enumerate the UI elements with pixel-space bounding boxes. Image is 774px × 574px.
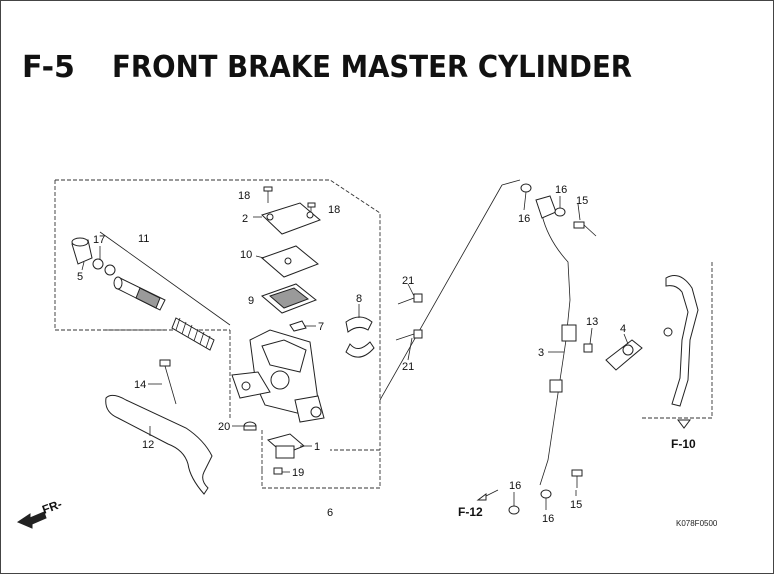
washer-16-upper-b [554,207,566,217]
callout-6: 6 [327,507,333,519]
leader-lines [81,191,629,510]
stop-switch-1 [266,433,305,459]
ref-f10-label: F-10 [671,437,696,451]
bracket-boundary [640,262,713,419]
lever-group-boundary [99,231,231,331]
callout-18-left: 18 [238,190,250,202]
callout-17: 17 [93,234,105,246]
piston-set-11 [113,276,166,311]
diaphragm-9 [261,283,317,314]
callout-15-upper: 15 [576,195,588,207]
holder-8 [345,316,375,358]
callout-3: 3 [538,347,544,359]
callout-18-right: 18 [328,204,340,216]
pivot-bolt-14 [159,359,177,405]
nut-20 [243,421,257,431]
callout-20: 20 [218,421,230,433]
bolt-21-lower [395,329,423,341]
front-direction-label: FR- [40,497,64,517]
hose-boundary [379,179,521,401]
bolt-13 [583,343,593,353]
page-title: FRONT BRAKE MASTER CYLINDER [112,50,633,85]
callout-4: 4 [620,323,626,335]
reservoir-cap-2 [261,202,321,235]
set-plate-10 [261,245,319,278]
section-code: F-5 [22,50,75,85]
callout-16-top: 16 [555,184,567,196]
brake-hose-3 [535,195,577,486]
float-7 [289,320,307,332]
callout-21-upper: 21 [402,275,414,287]
callout-19: 19 [292,467,304,479]
screw-19 [273,467,283,475]
callout-13: 13 [586,316,598,328]
bolt-15-upper [573,221,597,237]
callout-15-lower: 15 [570,499,582,511]
ref-arrow-f12 [476,489,499,501]
brake-lever-12 [105,394,213,495]
hose-bracket [663,275,699,407]
ref-arrow-f10 [677,419,691,429]
bolt-15-lower [571,469,583,488]
callout-10: 10 [240,249,252,261]
front-arrow-icon [16,511,47,529]
washer-16-lower-a [508,505,520,515]
bolt-21-upper [397,293,423,305]
callout-21-lower: 21 [402,361,414,373]
assembly-boundary [55,179,381,489]
callout-8: 8 [356,293,362,305]
hose-clamp-4 [605,339,643,371]
callout-16-upper: 16 [518,213,530,225]
callout-11: 11 [138,233,149,245]
master-cylinder-body [231,329,325,423]
washer-16-upper-a [520,183,532,193]
callout-5: 5 [77,271,83,283]
callout-7: 7 [318,321,324,333]
drawing-code: K078F0500 [676,519,718,528]
spring [171,317,215,351]
callout-1: 1 [314,441,320,453]
screw-18-left [263,186,273,203]
boot-5 [71,237,93,265]
circlip-17 [92,258,116,276]
callout-12: 12 [142,439,154,451]
callout-16-lower-left: 16 [509,480,521,492]
ref-f12-label: F-12 [458,505,483,519]
callout-14: 14 [134,379,146,391]
washer-16-lower-b [540,489,552,499]
callout-9: 9 [248,295,254,307]
callout-2: 2 [242,213,248,225]
callout-16-lower-right: 16 [542,513,554,525]
